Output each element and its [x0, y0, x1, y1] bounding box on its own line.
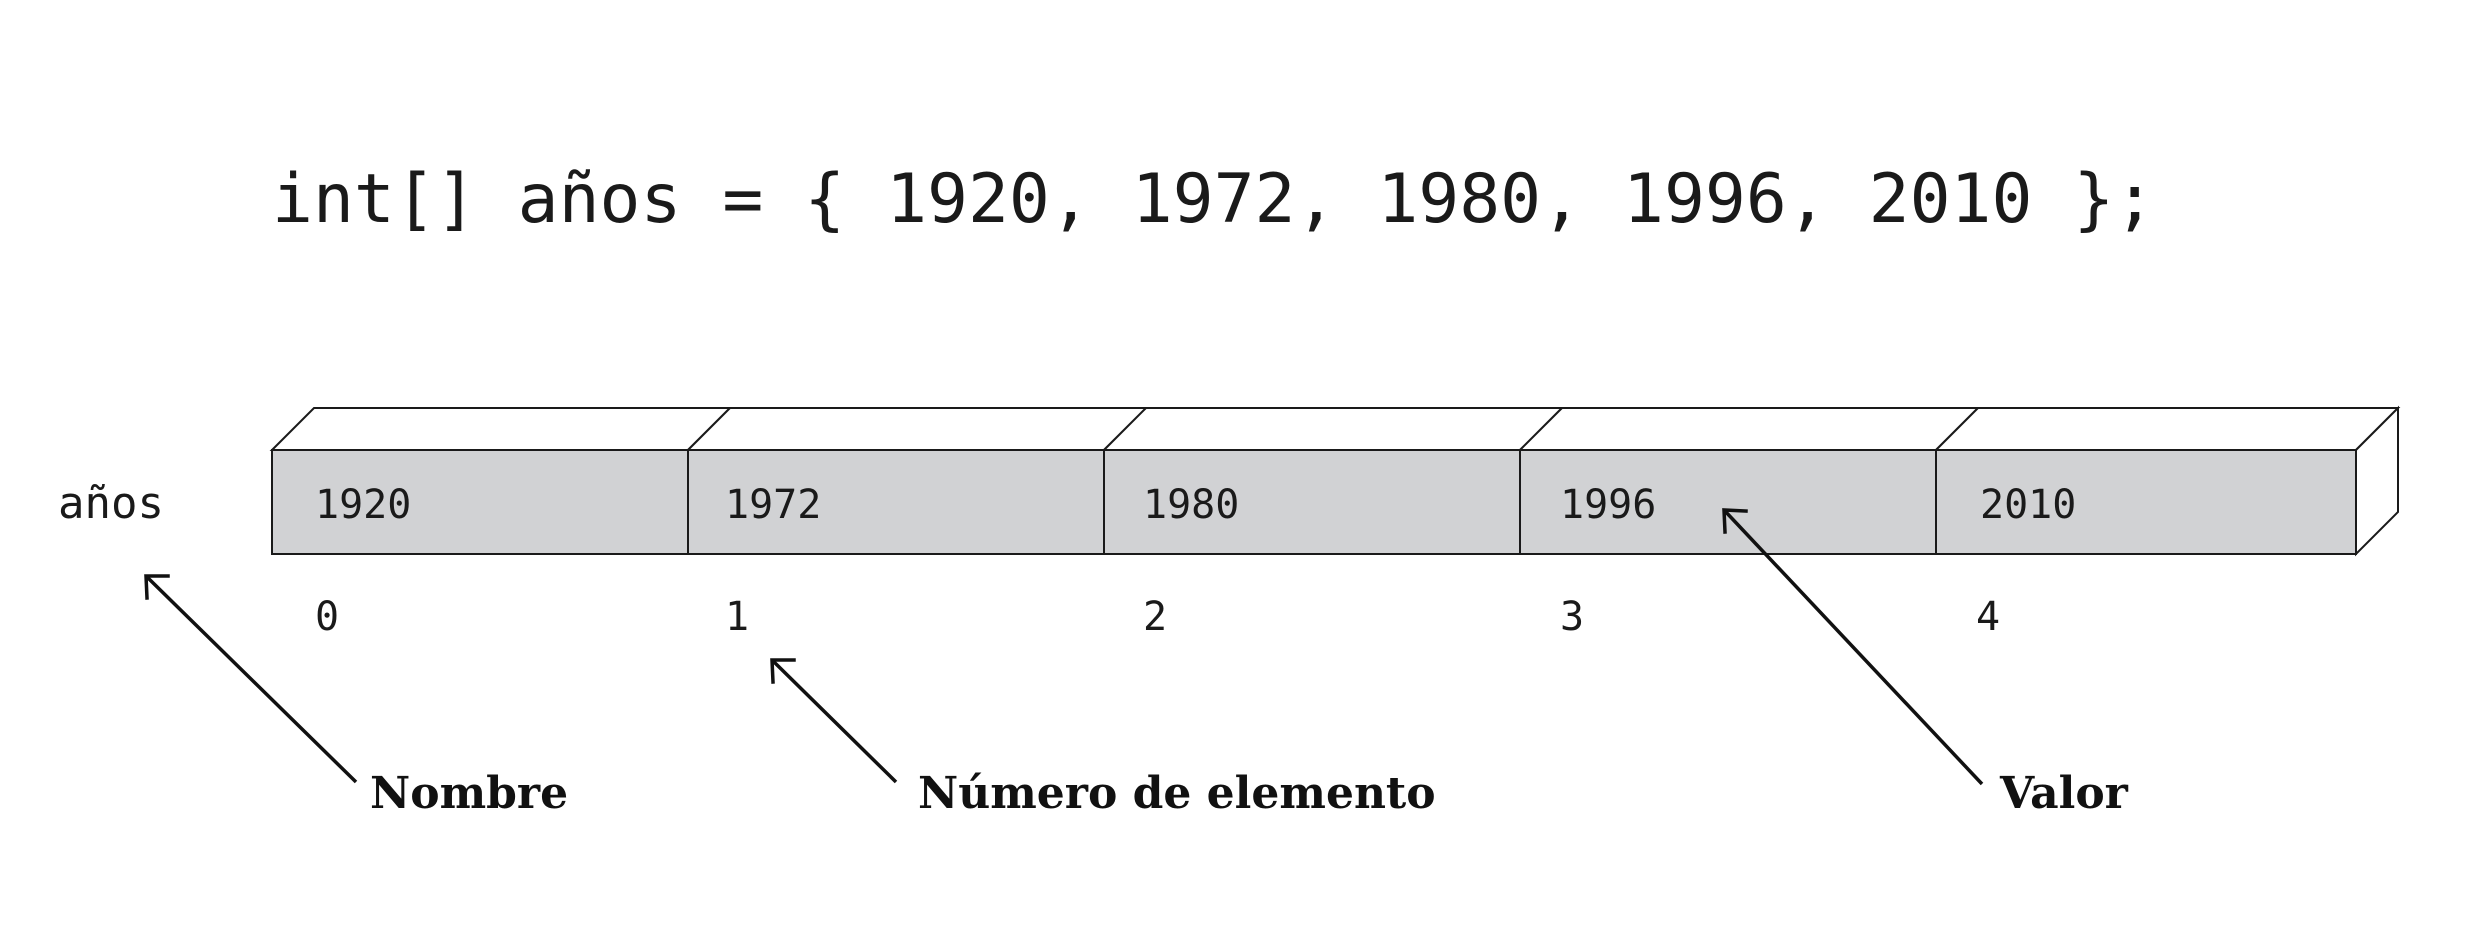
element-number-arrow-line	[770, 658, 898, 784]
cell-index: 0	[315, 594, 339, 640]
cell-value: 1920	[315, 482, 411, 528]
callout-element-number: Número de elemento	[918, 768, 1436, 819]
value-arrow-head	[1722, 508, 1748, 534]
cell-front-face	[1103, 449, 1521, 555]
cell-front-face	[271, 449, 689, 555]
value-arrow	[1722, 508, 1984, 786]
cell-value: 1972	[725, 482, 821, 528]
name-arrow	[144, 574, 358, 784]
cell-front-face	[687, 449, 1105, 555]
callout-value: Valor	[1999, 768, 2129, 819]
cell-index: 1	[725, 594, 749, 640]
cell-value: 1996	[1560, 482, 1656, 528]
array-cell: 1980 2	[1101, 407, 1565, 640]
cell-side-face	[2355, 405, 2399, 557]
cell-top-face	[1933, 407, 2401, 451]
cell-front-face	[1935, 449, 2357, 555]
cell-top-face	[1517, 407, 1981, 451]
name-arrow-line	[144, 574, 358, 784]
array-cell: 1972 1	[685, 407, 1149, 640]
array-cell: 1920 0	[269, 407, 733, 640]
cell-index: 4	[1976, 594, 2000, 640]
value-arrow-line	[1722, 508, 1984, 786]
cell-top-face	[1101, 407, 1565, 451]
array-cell: 2010 4	[1933, 405, 2401, 640]
cell-index: 3	[1560, 594, 1584, 640]
cell-value: 2010	[1980, 482, 2076, 528]
name-arrow-head	[144, 574, 170, 600]
array-cells: 1920 0 1972 1 1980 2 1996 3 2010 4	[269, 405, 2401, 640]
element-number-arrow-head	[770, 658, 796, 684]
cell-index: 2	[1143, 594, 1167, 640]
cell-top-face	[269, 407, 733, 451]
array-name-label: años	[58, 478, 164, 529]
callout-name: Nombre	[370, 768, 568, 819]
cell-top-face	[685, 407, 1149, 451]
cell-value: 1980	[1143, 482, 1239, 528]
cell-front-face	[1519, 449, 1937, 555]
array-cell: 1996 3	[1517, 407, 1981, 640]
code-statement: int[] años = { 1920, 1972, 1980, 1996, 2…	[272, 160, 2155, 239]
element-number-arrow	[770, 658, 898, 784]
